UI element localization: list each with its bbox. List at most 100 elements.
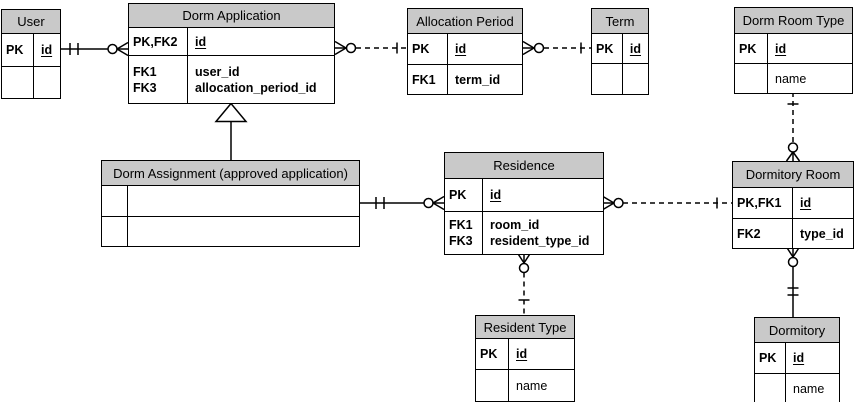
- key-cell: [735, 64, 768, 93]
- key-cell: FK1 FK3: [129, 56, 188, 103]
- key-cell: PK: [735, 34, 768, 63]
- entity-term: Term PK id: [591, 8, 649, 95]
- fk-attribute: user_id: [195, 64, 240, 79]
- many-crow-foot-icon: [522, 40, 535, 56]
- attr-cell: id: [34, 34, 60, 66]
- attr-cell: type_id: [793, 219, 853, 248]
- key-cell: [102, 186, 128, 216]
- fk-label: FK3: [133, 80, 157, 95]
- entity-dormitory: Dormitory PK id name: [754, 317, 840, 402]
- attr-cell: [623, 64, 648, 94]
- zero-circle-icon: [533, 42, 545, 54]
- attr-cell: name: [786, 374, 839, 402]
- key-cell: [2, 67, 34, 98]
- pk-attribute: id: [41, 43, 53, 57]
- pk-attribute: id: [455, 42, 467, 56]
- key-cell: PK: [2, 34, 34, 66]
- pk-attribute: id: [516, 347, 528, 361]
- many-crow-foot-icon: [432, 195, 445, 211]
- pk-attribute: id: [490, 188, 502, 202]
- attr-cell: id: [483, 179, 603, 211]
- exactly-one-ticks-icon: [69, 43, 79, 55]
- zero-circle-icon: [423, 197, 434, 209]
- key-cell: PK,FK1: [733, 188, 793, 218]
- entity-allocation-period: Allocation Period PK id FK1 term_id: [407, 8, 523, 95]
- rel-user-dorm-application: [61, 41, 129, 57]
- zero-circle-icon: [613, 197, 624, 209]
- key-cell: PK,FK2: [129, 28, 188, 55]
- zero-circle-icon: [345, 42, 357, 54]
- key-cell: FK2: [733, 219, 793, 248]
- rel-inheritance-dorm-application-dorm-assignment: [214, 102, 248, 160]
- entity-title: Dorm Room Type: [735, 8, 852, 34]
- pk-attribute: id: [629, 41, 641, 56]
- rel-dorm-application-allocation-period: [334, 40, 407, 56]
- rel-residence-resident-type: [516, 252, 532, 315]
- zero-circle-icon: [107, 43, 118, 55]
- fk-attribute: allocation_period_id: [195, 80, 317, 95]
- entity-dorm-application: Dorm Application PK,FK2 id FK1 FK3 user_…: [128, 3, 335, 104]
- pk-attribute: id: [775, 41, 787, 56]
- attr-cell: id: [786, 343, 839, 373]
- entity-title: Dormitory: [755, 318, 839, 343]
- attr-cell: id: [768, 34, 852, 63]
- attr-cell: term_id: [448, 65, 522, 94]
- exactly-one-ticks-icon: [375, 197, 385, 209]
- key-cell: FK1: [408, 65, 448, 94]
- rel-dorm-assignment-residence: [360, 195, 445, 211]
- attribute: name: [793, 381, 825, 396]
- key-cell: PK: [592, 34, 623, 63]
- attr-cell: name: [768, 64, 852, 93]
- zero-circle-icon: [787, 142, 799, 153]
- inheritance-triangle-icon: [214, 102, 248, 123]
- fk-attribute: term_id: [455, 72, 501, 87]
- rel-residence-dormitory-room: [602, 195, 732, 211]
- entity-title: Dorm Assignment (approved application): [102, 161, 359, 186]
- fk-label: FK3: [449, 234, 473, 248]
- pk-attribute: id: [195, 34, 207, 49]
- zero-circle-icon: [787, 256, 799, 268]
- key-cell: PK: [408, 34, 448, 64]
- attr-cell: [128, 186, 359, 216]
- fk-attribute: type_id: [800, 226, 844, 241]
- key-cell: PK: [755, 343, 786, 373]
- entity-residence: Residence PK id FK1 FK3 room_id resident…: [444, 152, 604, 255]
- many-crow-foot-icon: [334, 40, 347, 56]
- attribute: name: [775, 71, 807, 86]
- entity-title: Resident Type: [476, 316, 574, 339]
- zero-circle-icon: [518, 262, 530, 274]
- key-cell: PK: [445, 179, 483, 211]
- entity-dormitory-room: Dormitory Room PK,FK1 id FK2 type_id: [732, 161, 854, 249]
- fk-attribute: resident_type_id: [490, 234, 590, 248]
- entity-title: Allocation Period: [408, 9, 522, 34]
- key-cell: [755, 374, 786, 402]
- attr-cell: [128, 217, 359, 246]
- many-crow-foot-icon: [116, 41, 129, 57]
- rel-dorm-room-type-dormitory-room: [785, 92, 801, 162]
- entity-user: User PK id: [1, 9, 61, 99]
- fk-label: FK1: [133, 64, 157, 79]
- attr-cell: id: [623, 34, 648, 63]
- pk-attribute: id: [793, 351, 805, 365]
- fk-label: FK1: [449, 218, 473, 232]
- key-cell: [592, 64, 623, 94]
- attr-cell: id: [448, 34, 522, 64]
- attr-cell: id: [188, 28, 334, 55]
- attr-cell: user_id allocation_period_id: [188, 56, 334, 103]
- entity-title: Residence: [445, 153, 603, 179]
- entity-title: Term: [592, 9, 648, 34]
- entity-title: Dorm Application: [129, 4, 334, 28]
- attr-cell: id: [793, 188, 853, 218]
- key-cell: [102, 217, 128, 246]
- many-crow-foot-icon: [785, 151, 801, 162]
- attr-cell: room_id resident_type_id: [483, 212, 603, 254]
- pk-attribute: id: [800, 196, 812, 210]
- key-cell: PK: [476, 339, 509, 369]
- attr-cell: id: [509, 339, 574, 369]
- attribute: name: [516, 378, 548, 393]
- many-crow-foot-icon: [602, 195, 615, 211]
- exactly-one-ticks-icon: [787, 287, 799, 296]
- key-cell: [476, 370, 509, 401]
